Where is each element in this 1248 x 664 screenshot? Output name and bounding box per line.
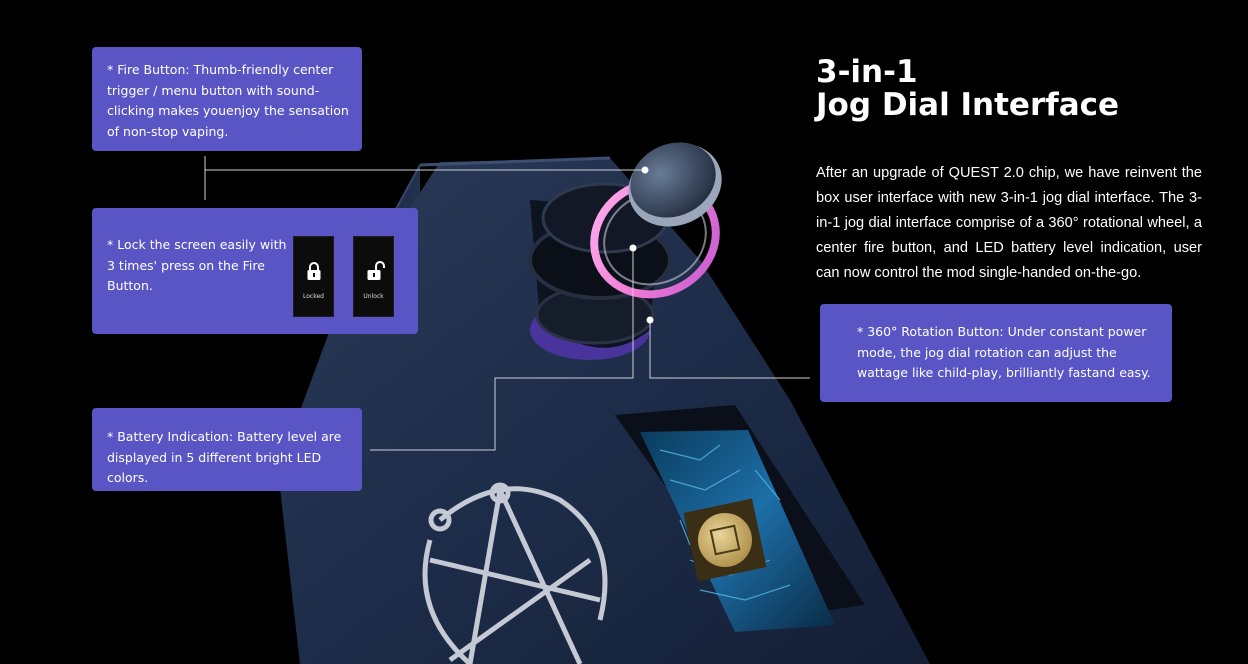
fire-button-text: * Fire Button: Thumb-friendly center tri… bbox=[107, 62, 349, 139]
pentagram-engraving bbox=[422, 482, 608, 664]
feature-description: After an upgrade of QUEST 2.0 chip, we h… bbox=[816, 165, 1202, 281]
lock-icon bbox=[307, 262, 321, 280]
battery-indication-callout: * Battery Indication: Battery level are … bbox=[92, 408, 362, 491]
page-title: 3-in-1 Jog Dial Interface bbox=[816, 56, 1119, 122]
rotation-button-callout: * 360° Rotation Button: Under constant p… bbox=[820, 304, 1172, 402]
locked-label: Locked bbox=[303, 293, 324, 300]
lock-screen-text: * Lock the screen easily with 3 times' p… bbox=[107, 237, 287, 293]
fire-button-callout: * Fire Button: Thumb-friendly center tri… bbox=[92, 47, 362, 151]
battery-indication-text: * Battery Indication: Battery level are … bbox=[107, 429, 342, 485]
rotation-button-text: * 360° Rotation Button: Under constant p… bbox=[857, 324, 1151, 380]
unlock-label: Unlock bbox=[363, 293, 384, 300]
title-line-1: 3-in-1 bbox=[816, 54, 918, 90]
unlock-icon bbox=[367, 261, 385, 280]
lock-screen-callout: * Lock the screen easily with 3 times' p… bbox=[92, 208, 418, 334]
circuit-chip-logo bbox=[683, 498, 767, 582]
unlocked-screen-preview: Unlock bbox=[353, 236, 394, 317]
locked-screen-preview: Locked bbox=[293, 236, 334, 317]
title-line-2: Jog Dial Interface bbox=[816, 87, 1120, 123]
